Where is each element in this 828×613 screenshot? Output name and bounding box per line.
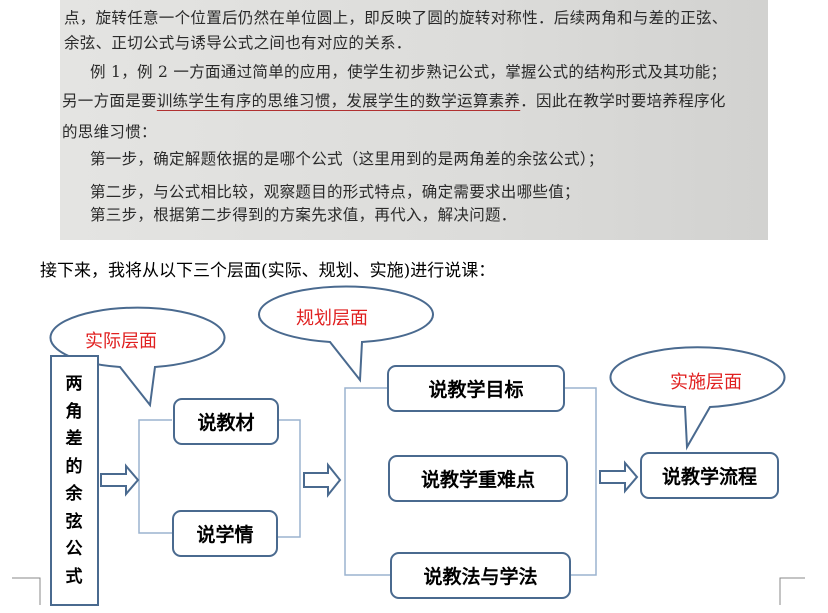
- text: 另一方面是要: [62, 92, 157, 110]
- corner-mark: [779, 577, 805, 605]
- textbook-photo: 点，旋转任意一个位置后仍然在单位圆上，即反映了圆的旋转对称性．后续两角和与差的正…: [60, 0, 768, 240]
- photo-line: 第一步，确定解题依据的是哪个公式（这里用到的是两角差的余弦公式）；: [90, 150, 604, 168]
- callout-bubble-3: [609, 346, 786, 451]
- photo-line: 的思维习惯：: [62, 123, 157, 141]
- bracket-left-1: [138, 419, 172, 534]
- bracket-right-2: [564, 387, 597, 576]
- photo-line: 另一方面是要训练学生有序的思维习惯，发展学生的数学运算素养．因此在教学时要培养程…: [62, 89, 726, 111]
- callout-bubble-2: [258, 285, 434, 383]
- arrow-right-icon: [100, 463, 140, 497]
- text: ．因此在教学时要培养程序化: [520, 92, 726, 110]
- photo-line: 例 1，例 2 一方面通过简单的应用，使学生初步熟记公式，掌握公式的结构形式及其…: [90, 63, 727, 81]
- corner-mark: [12, 577, 41, 605]
- photo-line: 点，旋转任意一个位置后仍然在单位圆上，即反映了圆的旋转对称性．后续两角和与差的正…: [64, 9, 728, 27]
- photo-line: 第二步，与公式相比较，观察题目的形式特点，确定需要求出哪些值；: [90, 183, 580, 201]
- callout-implementation: 实施层面: [670, 372, 742, 393]
- callout-planning: 规划层面: [296, 308, 368, 329]
- arrow-right-icon: [599, 460, 639, 494]
- callout-bubble-1: [49, 306, 226, 408]
- box-methods: 说教法与学法: [390, 552, 571, 599]
- topic-text: 两角差的余弦公式: [65, 374, 83, 587]
- callout-practical: 实际层面: [85, 331, 157, 352]
- topic-box: 两角差的余弦公式: [50, 355, 99, 606]
- photo-line: 第三步，根据第二步得到的方案先求值，再代入，解决问题．: [90, 206, 517, 224]
- box-process: 说教学流程: [640, 452, 779, 499]
- box-key-points: 说教学重难点: [388, 455, 568, 502]
- box-students: 说学情: [172, 510, 278, 557]
- intro-text: 接下来，我将从以下三个层面(实际、规划、实施)进行说课：: [40, 261, 496, 281]
- box-goals: 说教学目标: [387, 365, 565, 412]
- bracket-left-2: [344, 387, 390, 576]
- box-textbook: 说教材: [173, 398, 279, 445]
- photo-line: 余弦、正切公式与诱导公式之间也有对应的关系．: [64, 34, 412, 52]
- bracket-right-1: [276, 419, 301, 538]
- arrow-right-icon: [303, 462, 342, 498]
- underlined-text: 训练学生有序的思维习惯，发展学生的数学运算素养: [156, 92, 521, 110]
